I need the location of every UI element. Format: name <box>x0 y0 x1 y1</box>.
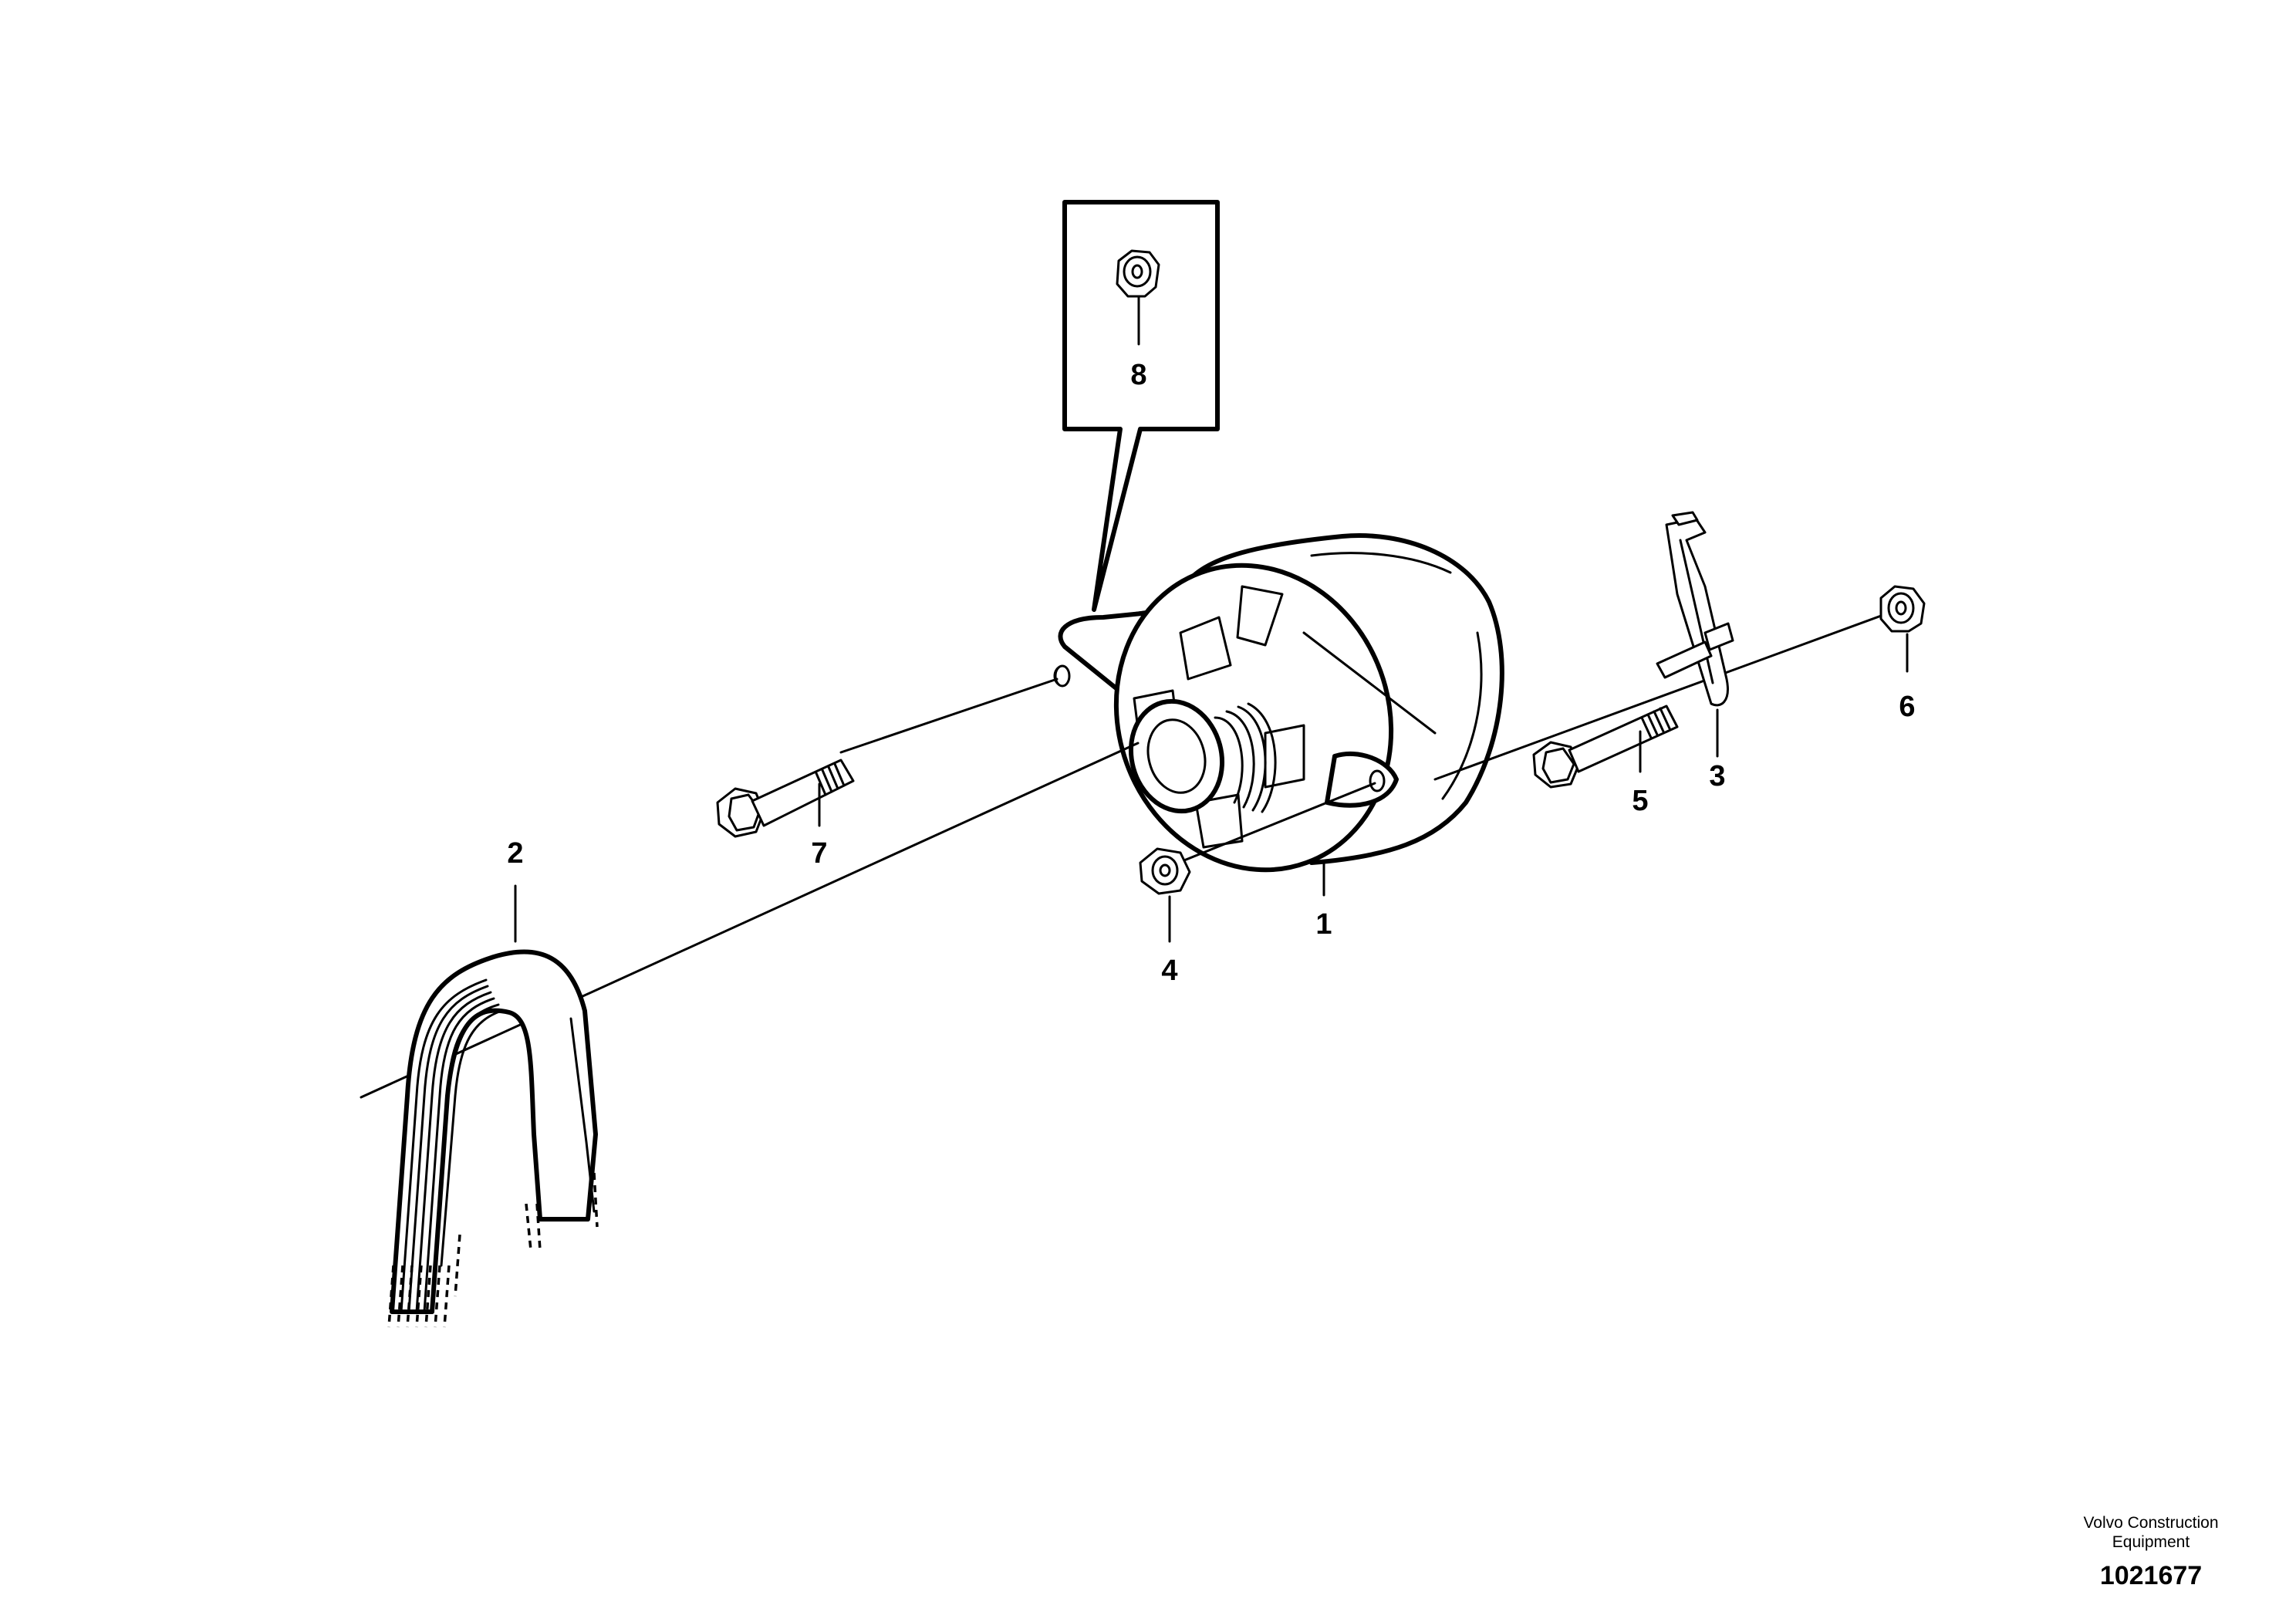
bracket-3: 3 <box>1656 511 1734 792</box>
axis-line-nut4 <box>1163 782 1376 870</box>
bolt-5: 5 <box>1532 705 1679 817</box>
company-name-line1: Volvo Construction <box>2083 1514 2219 1532</box>
drawing-number: 1021677 <box>2099 1561 2203 1590</box>
company-name-line2: Equipment <box>2112 1533 2190 1551</box>
callout-4: 4 <box>1161 955 1177 987</box>
callout-2: 2 <box>507 837 523 870</box>
callout-8: 8 <box>1130 359 1146 391</box>
alternator: 1 <box>1053 533 1504 941</box>
axis-line-bolt7 <box>839 678 1059 754</box>
drawing-credit: Volvo Construction Equipment 1021677 <box>2035 1513 2267 1591</box>
nut-4: 4 <box>1139 847 1191 987</box>
callout-5: 5 <box>1632 785 1648 817</box>
belt-2: 2 <box>387 837 599 1328</box>
axis-line-nut6 <box>1433 608 1899 781</box>
axis-line-belt <box>360 742 1140 1099</box>
callout-7: 7 <box>811 837 827 870</box>
callout-3: 3 <box>1709 760 1725 792</box>
callout-6: 6 <box>1899 691 1915 723</box>
detail-callout-box: 8 <box>1062 200 1220 612</box>
bolt-7: 7 <box>716 759 855 870</box>
callout-1: 1 <box>1315 908 1332 941</box>
nut-6: 6 <box>1879 585 1926 723</box>
flange-nut-detail-icon <box>1116 249 1160 298</box>
